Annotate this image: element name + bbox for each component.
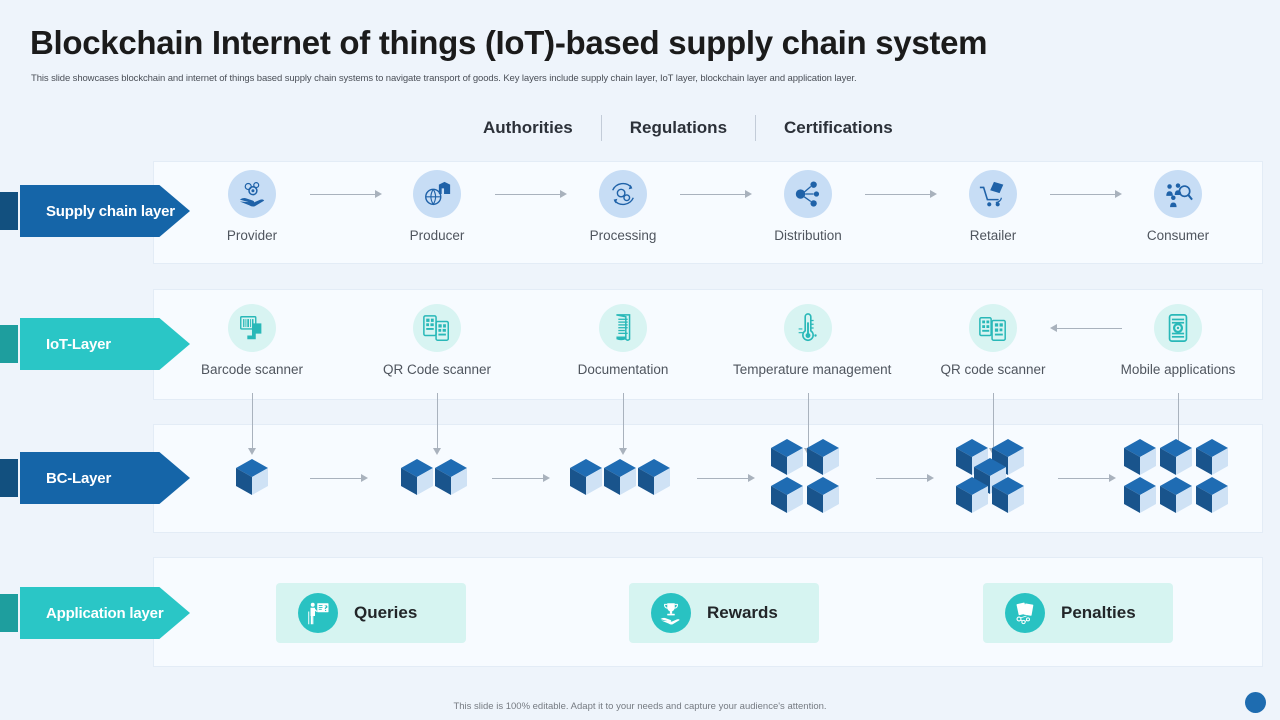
connector-down-2: [432, 393, 442, 455]
qr-phone-icon: [969, 304, 1017, 352]
application-layer-tag[interactable]: Application layer: [20, 587, 190, 639]
supply-node-provider[interactable]: Provider: [177, 170, 327, 243]
supply-chain-layer-tag[interactable]: Supply chain layer: [20, 185, 190, 237]
barcode-scanner-icon: [228, 304, 276, 352]
bc-cluster-3[interactable]: [568, 455, 678, 505]
supply-chain-layer-panel: [153, 161, 1263, 264]
presenter-question-icon: [298, 593, 338, 633]
iot-node-barcode-scanner[interactable]: Barcode scanner: [177, 304, 327, 377]
bc-layer-tag-shadow: [0, 459, 18, 497]
supply-node-consumer[interactable]: Consumer: [1103, 170, 1253, 243]
bc-layer-panel: [153, 424, 1263, 533]
iot-node-qr-code-scanner-2[interactable]: QR code scanner: [918, 304, 1068, 377]
supply-node-producer[interactable]: Producer: [362, 170, 512, 243]
iot-node-documentation[interactable]: Documentation: [548, 304, 698, 377]
node-label: Temperature management: [733, 362, 892, 377]
footer-dot: [1245, 692, 1266, 713]
gears-cycle-icon: [599, 170, 647, 218]
application-layer-tag-shadow: [0, 594, 18, 632]
bc-cluster-1[interactable]: [228, 455, 276, 505]
penalty-cards-icon: [1005, 593, 1045, 633]
application-card-label: Penalties: [1061, 603, 1136, 622]
bc-arrow-4: [876, 473, 934, 483]
application-card-label: Queries: [354, 603, 418, 622]
bc-layer-tag[interactable]: BC-Layer: [20, 452, 190, 504]
page-title: Blockchain Internet of things (IoT)-base…: [30, 24, 988, 61]
connector-down-1: [247, 393, 257, 455]
governance-divider: [600, 115, 602, 141]
footer-note: This slide is 100% editable. Adapt it to…: [453, 701, 827, 712]
application-card-penalties[interactable]: Penalties: [983, 583, 1173, 643]
iot-layer-panel: [153, 289, 1263, 400]
trophy-hand-icon: [651, 593, 691, 633]
node-label: Consumer: [1146, 228, 1210, 243]
supply-node-distribution[interactable]: Distribution: [733, 170, 883, 243]
bc-cluster-2[interactable]: [399, 455, 475, 505]
node-label: Distribution: [774, 228, 842, 243]
shopping-cart-icon: [969, 170, 1017, 218]
governance-row: Authorities Regulations Certifications: [455, 112, 921, 144]
node-label: Retailer: [969, 228, 1017, 243]
node-label: Processing: [589, 228, 657, 243]
node-label: Producer: [409, 228, 465, 243]
people-search-icon: [1154, 170, 1202, 218]
iot-node-temperature-management[interactable]: Temperature management: [733, 304, 892, 377]
supply-arrow-1: [310, 189, 382, 199]
node-label: Barcode scanner: [200, 362, 304, 377]
globe-factory-icon: [413, 170, 461, 218]
supply-chain-layer-tag-shadow: [0, 192, 18, 230]
supply-node-retailer[interactable]: Retailer: [918, 170, 1068, 243]
node-label: Mobile applications: [1120, 362, 1236, 377]
application-card-rewards[interactable]: Rewards: [629, 583, 819, 643]
bc-cluster-6[interactable]: [1120, 435, 1238, 521]
supply-arrow-3: [680, 189, 752, 199]
bc-arrow-2: [492, 473, 550, 483]
bc-arrow-3: [697, 473, 755, 483]
iot-layer-tag[interactable]: IoT-Layer: [20, 318, 190, 370]
bc-arrow-1: [310, 473, 368, 483]
node-label: Provider: [226, 228, 278, 243]
supply-arrow-4: [865, 189, 937, 199]
bc-cluster-4[interactable]: [767, 435, 849, 521]
bc-arrow-5: [1058, 473, 1116, 483]
application-card-label: Rewards: [707, 603, 778, 622]
bc-cluster-5[interactable]: [952, 435, 1034, 521]
node-label: QR Code scanner: [382, 362, 492, 377]
governance-item-authorities[interactable]: Authorities: [483, 118, 573, 137]
iot-arrow-left: [1050, 323, 1122, 333]
thermometer-icon: [784, 304, 832, 352]
supply-arrow-5: [1050, 189, 1122, 199]
page-subtitle: This slide showcases blockchain and inte…: [31, 73, 857, 84]
governance-item-certifications[interactable]: Certifications: [784, 118, 893, 137]
mobile-gear-icon: [1154, 304, 1202, 352]
iot-layer-tag-shadow: [0, 325, 18, 363]
qr-scanner-icon: [413, 304, 461, 352]
node-label: QR code scanner: [940, 362, 1046, 377]
hand-coins-icon: [228, 170, 276, 218]
document-icon: [599, 304, 647, 352]
supply-arrow-2: [495, 189, 567, 199]
supply-node-processing[interactable]: Processing: [548, 170, 698, 243]
network-nodes-icon: [784, 170, 832, 218]
governance-item-regulations[interactable]: Regulations: [629, 118, 728, 137]
iot-node-qr-code-scanner[interactable]: QR Code scanner: [362, 304, 512, 377]
application-card-queries[interactable]: Queries: [276, 583, 466, 643]
governance-divider: [755, 115, 757, 141]
node-label: Documentation: [577, 362, 669, 377]
iot-node-mobile-applications[interactable]: Mobile applications: [1103, 304, 1253, 377]
connector-down-3: [618, 393, 628, 455]
